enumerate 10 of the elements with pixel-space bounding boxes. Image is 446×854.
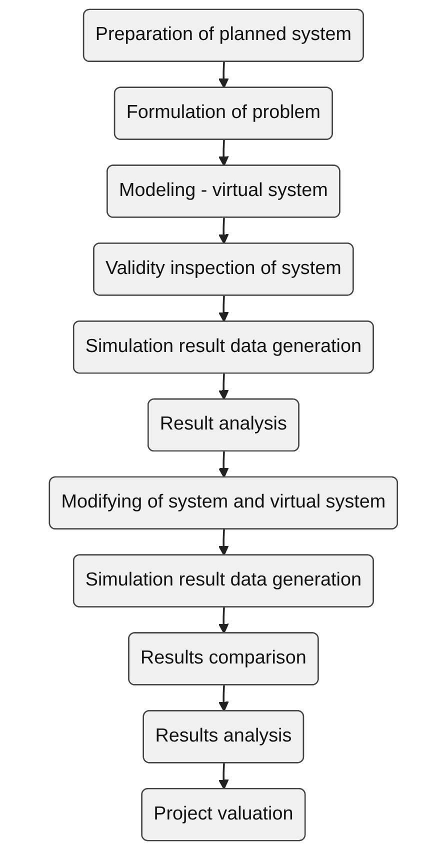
arrow: [218, 218, 228, 244]
arrow: [218, 763, 228, 790]
arrow: [218, 296, 228, 322]
arrow: [218, 685, 228, 712]
arrow: [218, 62, 228, 88]
arrow: [218, 529, 228, 556]
arrow: [218, 374, 228, 400]
arrow: [218, 607, 228, 634]
arrow: [218, 140, 228, 166]
arrow: [218, 452, 228, 478]
